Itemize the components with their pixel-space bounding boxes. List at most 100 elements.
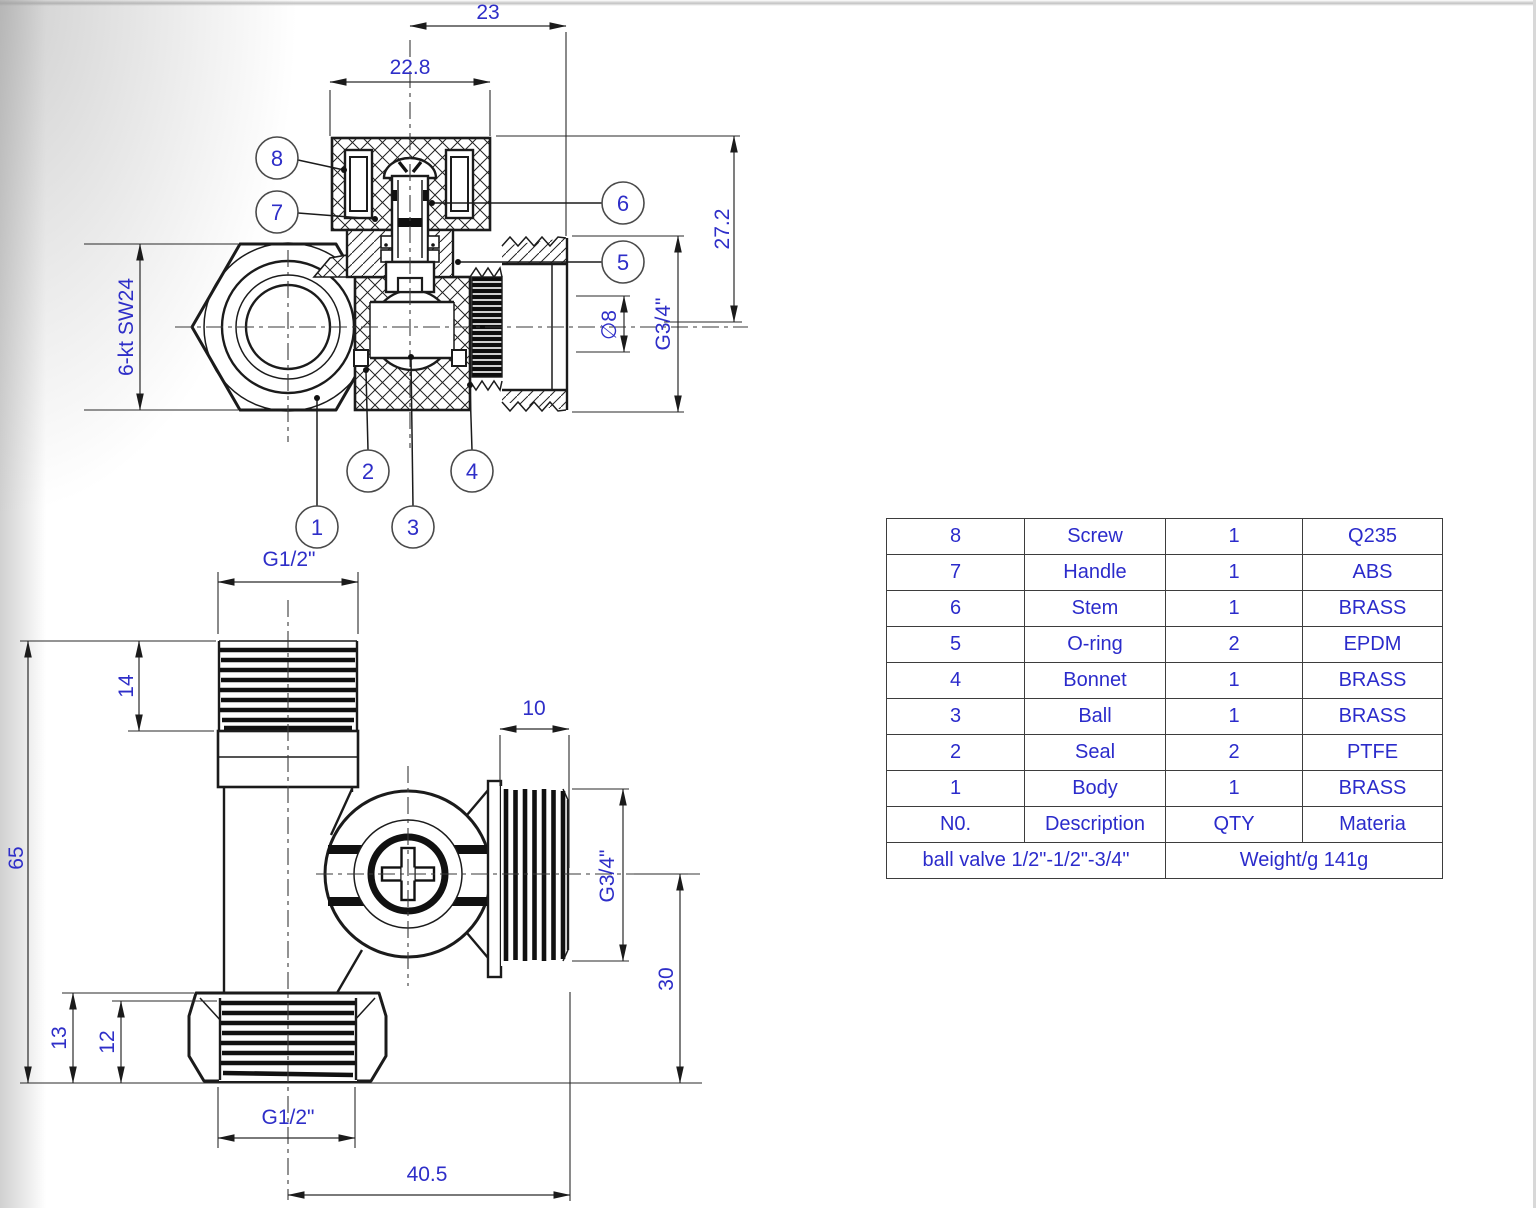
dim-22-8: 22.8 [329, 56, 491, 136]
dim-10: 10 [499, 697, 570, 868]
dim-30: 30 [634, 873, 688, 1084]
cell-description: Screw [1024, 518, 1166, 555]
dim-label-hex: 6-kt SW24 [115, 278, 138, 376]
dim-label-12: 12 [96, 1030, 119, 1053]
table-row: 3 Ball 1 BRASS [886, 698, 1443, 735]
cell-material: EPDM [1302, 626, 1443, 663]
cell-no: 6 [886, 590, 1025, 627]
page-right-edge-line [1533, 0, 1536, 1208]
dim-12: 12 [96, 1000, 217, 1084]
table-footer-row: ball valve 1/2"-1/2"-3/4" Weight/g 141g [886, 842, 1443, 879]
cell-description: Ball [1024, 698, 1166, 735]
balloon-label-1: 1 [311, 515, 323, 540]
table-row: 7 Handle 1 ABS [886, 554, 1443, 591]
cell-description: Handle [1024, 554, 1166, 591]
cell-description: Bonnet [1024, 662, 1166, 699]
dim-label-g34-side: G3/4" [596, 850, 619, 903]
table-header-row: N0. Description QTY Materia [886, 806, 1443, 843]
cell-no: 2 [886, 734, 1025, 771]
dim-label-g12-top: G1/2" [263, 548, 316, 571]
header-no: N0. [886, 806, 1025, 843]
dim-label-10: 10 [522, 697, 545, 720]
balloon-label-5: 5 [617, 250, 629, 275]
dim-label-65: 65 [5, 846, 28, 869]
section-view: 23 22.8 27.2 G3/4" [84, 1, 748, 549]
cell-description: Body [1024, 770, 1166, 807]
dim-g12-top: G1/2" [217, 548, 359, 634]
footer-weight: Weight/g 141g [1165, 842, 1443, 879]
cell-no: 1 [886, 770, 1025, 807]
cell-material: BRASS [1302, 662, 1443, 699]
page-top-edge-shading [0, 0, 1536, 6]
cell-qty: 1 [1165, 698, 1303, 735]
balloon-7: 7 [255, 190, 378, 234]
dim-label-13: 13 [48, 1026, 71, 1049]
balloon-label-6: 6 [617, 191, 629, 216]
cell-qty: 1 [1165, 590, 1303, 627]
cell-no: 8 [886, 518, 1025, 555]
table-row: 4 Bonnet 1 BRASS [886, 662, 1443, 699]
dim-40-5: 40.5 [287, 992, 571, 1201]
cell-qty: 1 [1165, 518, 1303, 555]
balloon-8: 8 [255, 136, 347, 180]
valve-body-section [312, 254, 472, 412]
side-view: G1/2" 14 65 10 [5, 548, 702, 1201]
balloon-5: 5 [455, 240, 645, 284]
cell-description: O-ring [1024, 626, 1166, 663]
balloon-label-3: 3 [407, 515, 419, 540]
seal-left [353, 349, 369, 367]
dim-label-27-2: 27.2 [711, 209, 734, 250]
cell-qty: 1 [1165, 770, 1303, 807]
bom-table: 8 Screw 1 Q235 7 Handle 1 ABS 6 Stem 1 B… [886, 518, 1443, 879]
table-row: 6 Stem 1 BRASS [886, 590, 1443, 627]
cell-description: Stem [1024, 590, 1166, 627]
balloon-label-2: 2 [362, 459, 374, 484]
dim-label-g34: G3/4" [652, 298, 675, 351]
dim-hex-sw24: 6-kt SW24 [84, 243, 238, 411]
footer-title: ball valve 1/2"-1/2"-3/4" [886, 842, 1166, 879]
page-left-edge-shading [0, 0, 46, 1208]
cell-qty: 2 [1165, 734, 1303, 771]
cell-material: ABS [1302, 554, 1443, 591]
dim-65: 65 [5, 640, 702, 1084]
cell-material: BRASS [1302, 590, 1443, 627]
cell-no: 7 [886, 554, 1025, 591]
cell-description: Seal [1024, 734, 1166, 771]
dim-g34-side: G3/4" [572, 788, 629, 962]
dim-label-23: 23 [476, 1, 499, 24]
dim-13: 13 [48, 992, 194, 1084]
table-row: 2 Seal 2 PTFE [886, 734, 1443, 771]
cell-qty: 1 [1165, 662, 1303, 699]
table-row: 1 Body 1 BRASS [886, 770, 1443, 807]
centerlines-top-view [175, 40, 748, 448]
balloon-2: 2 [346, 367, 390, 493]
cell-qty: 1 [1165, 554, 1303, 591]
balloon-label-7: 7 [271, 200, 283, 225]
dim-g12-bottom: G1/2" [217, 1087, 356, 1148]
cell-material: Q235 [1302, 518, 1443, 555]
table-row: 5 O-ring 2 EPDM [886, 626, 1443, 663]
right-port-g34 [466, 779, 570, 979]
dim-label-30: 30 [655, 967, 678, 990]
dim-label-dia8: ∅8 [598, 310, 621, 340]
dim-label-g12-bottom: G1/2" [262, 1106, 315, 1129]
seal-right [451, 349, 467, 367]
dim-27-2: 27.2 [496, 135, 742, 323]
balloon-label-4: 4 [466, 459, 478, 484]
cell-no: 3 [886, 698, 1025, 735]
table-row: 8 Screw 1 Q235 [886, 518, 1443, 555]
balloon-4: 4 [450, 382, 494, 493]
dim-g34-top-view: G3/4" [572, 235, 684, 413]
dim-label-22-8: 22.8 [390, 56, 431, 79]
cell-no: 4 [886, 662, 1025, 699]
balloon-6: 6 [429, 181, 645, 225]
balloon-1: 1 [295, 395, 339, 549]
balloon-label-8: 8 [271, 146, 283, 171]
header-material: Materia [1302, 806, 1443, 843]
cell-material: PTFE [1302, 734, 1443, 771]
header-description: Description [1024, 806, 1166, 843]
dim-label-40-5: 40.5 [407, 1163, 448, 1186]
cell-material: BRASS [1302, 698, 1443, 735]
